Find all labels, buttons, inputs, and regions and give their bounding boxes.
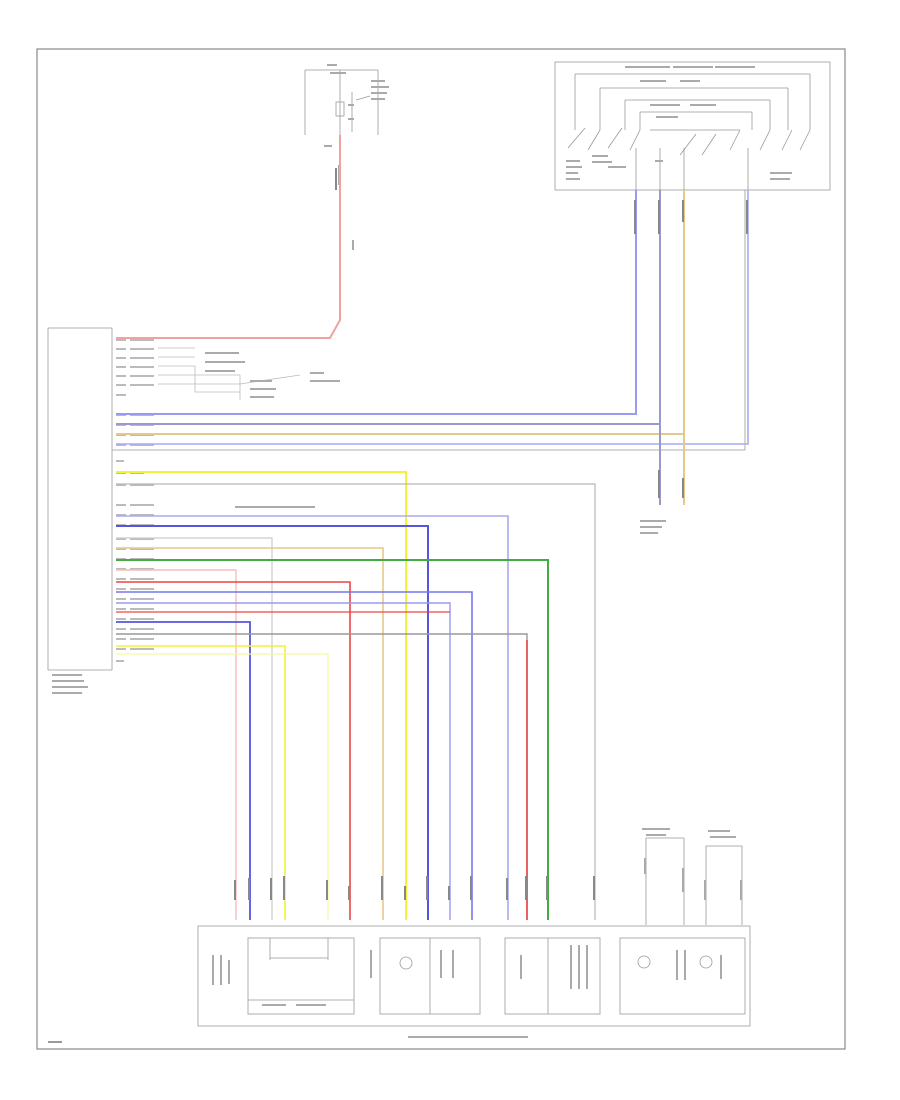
wire-tan-2 <box>116 547 384 920</box>
steering-switch-assembly <box>554 61 831 191</box>
wire-lightblue-3 <box>116 602 451 920</box>
aux-labels <box>205 352 666 534</box>
bottom-module-labels <box>212 945 722 1038</box>
wire-lightblue-2 <box>116 515 509 920</box>
diagram-frame <box>36 48 846 1050</box>
wire-gray-4 <box>116 633 528 920</box>
wire-lightblue-1 <box>116 190 749 445</box>
fuse-block <box>304 69 379 135</box>
switch-labels <box>566 66 792 180</box>
wire-pink-1 <box>116 569 237 920</box>
bottom-module <box>197 925 751 1027</box>
wire-blue-2 <box>116 525 429 920</box>
bottom-right-labels <box>642 828 742 900</box>
wire-red-power <box>116 135 341 339</box>
wire-yellow-1 <box>116 471 407 920</box>
left-module <box>47 190 746 671</box>
pin-labels <box>116 339 154 662</box>
wire-blue-4 <box>116 621 251 920</box>
fuse-labels <box>324 64 389 250</box>
bottom-right-connectors <box>645 837 743 925</box>
left-module-label <box>52 674 88 694</box>
wire-green-1 <box>116 559 549 920</box>
wire-red-1 <box>116 581 351 920</box>
wire-yellow-2 <box>116 645 286 920</box>
wire-blue-1 <box>116 190 637 415</box>
wire-blue-3 <box>116 591 473 920</box>
wire-gray-2 <box>116 483 596 920</box>
wire-gray-3 <box>116 537 273 920</box>
wire-tick-labels <box>234 168 748 900</box>
page-id <box>48 1041 62 1043</box>
aux-wires <box>158 347 301 400</box>
wire-yellow-3 <box>116 653 329 920</box>
